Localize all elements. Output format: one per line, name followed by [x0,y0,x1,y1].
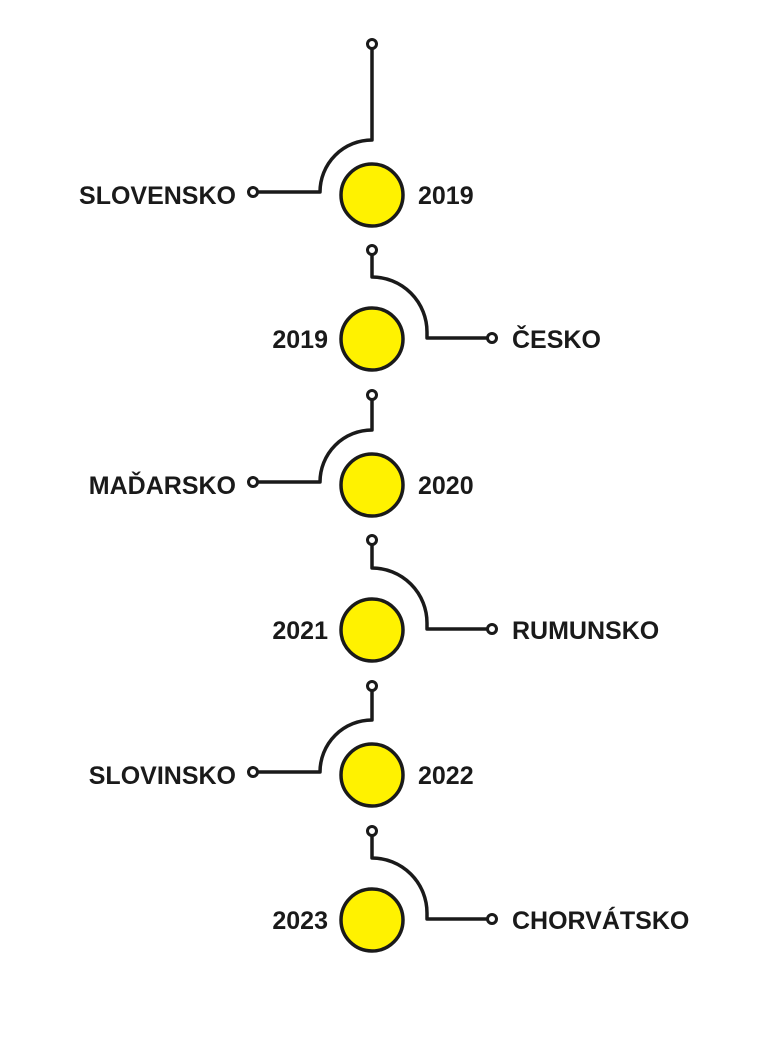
country-label: ČESKO [512,324,601,354]
country-label: RUMUNSKO [512,617,659,645]
connector-tip [366,534,378,546]
connector-tip [486,913,498,925]
timeline-node [339,742,405,808]
timeline-node [339,306,405,372]
year-label: 2020 [418,472,474,500]
connector-tip [366,244,378,256]
connector-tip [366,825,378,837]
connector-line [255,397,374,484]
country-label: CHORVÁTSKO [512,906,689,935]
connector-tip [247,186,259,198]
country-label: MAĎARSKO [89,470,236,500]
connector-tip [366,389,378,401]
connector-line [370,542,490,631]
connector-tip [366,38,378,50]
connector-tip [247,476,259,488]
timeline-node [339,452,405,518]
year-label: 2022 [418,762,474,790]
connector-line [370,833,490,921]
country-label: SLOVINSKO [89,762,236,790]
year-label: 2023 [272,907,328,935]
year-label: 2019 [418,182,474,210]
connector-tip [486,332,498,344]
connector-line [370,252,490,340]
year-label: 2021 [272,617,328,645]
country-label: SLOVENSKO [79,182,236,210]
timeline-node [339,597,405,663]
year-label: 2019 [272,326,328,354]
connector-line [255,688,374,774]
timeline-node [339,887,405,953]
connector-tip [366,680,378,692]
connector-line [255,46,374,194]
connector-tip [486,623,498,635]
timeline-node [339,162,405,228]
connector-tip [247,766,259,778]
